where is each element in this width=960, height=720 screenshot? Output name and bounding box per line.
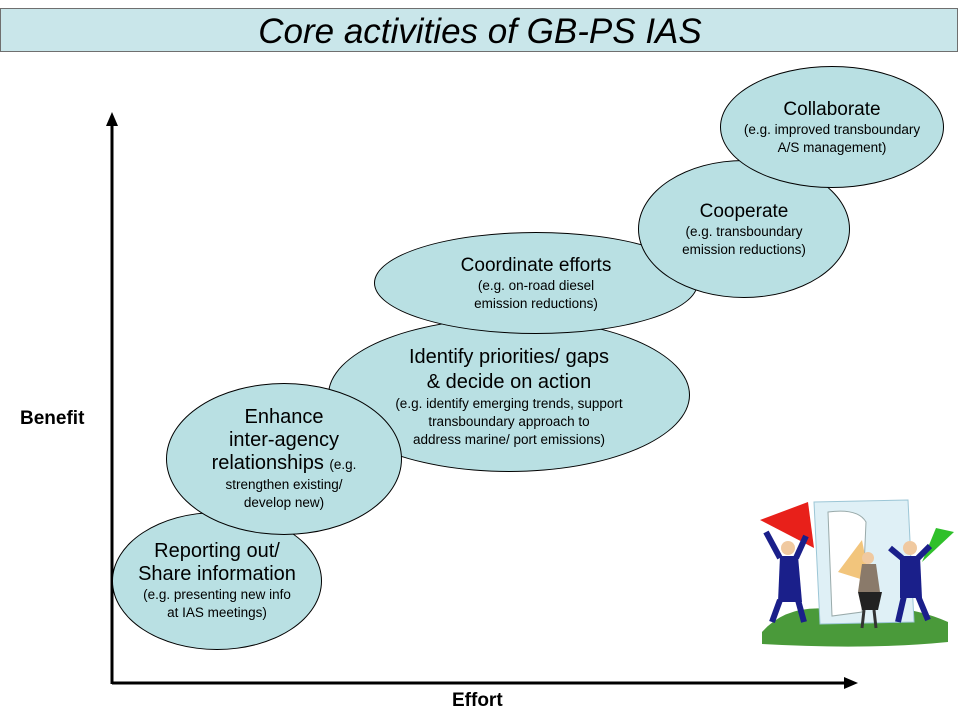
title-bar [0, 8, 958, 52]
x-axis-label: Effort [452, 690, 503, 711]
team-puzzle-clipart [760, 499, 954, 647]
collaborate-line-1: Collaborate [783, 98, 881, 120]
identify-line-1: Identify priorities/ gaps [408, 346, 610, 368]
enhance-line-1: Enhance [244, 406, 324, 428]
coordinate-detail-2: emission reductions) [474, 295, 598, 311]
reporting-line-1: Reporting out/ [154, 540, 280, 562]
clipart-person-middle [858, 552, 882, 629]
reporting-detail-2: at IAS meetings) [167, 605, 267, 620]
identify-line-2: & decide on action [426, 371, 592, 393]
enhance-line-3-suffix: (e.g. [329, 457, 357, 472]
collaborate-detail-2: A/S management) [777, 139, 887, 155]
x-axis-arrowhead [844, 677, 858, 689]
cooperate-detail-1: (e.g. transboundary [685, 223, 803, 239]
coordinate-detail-1: (e.g. on-road diesel [477, 277, 595, 293]
collaborate-detail-1: (e.g. improved transboundary [743, 121, 921, 137]
clipart-person-left [763, 530, 809, 624]
page-title: Core activities of GB-PS IAS [258, 12, 702, 51]
enhance-detail-2: develop new) [243, 495, 325, 510]
clipart-puzzle-red [760, 502, 814, 548]
enhance-detail-1: strengthen existing/ [225, 477, 343, 492]
ellipse-enhance-relationships: Enhance inter-agency relationships (e.g.… [166, 383, 402, 535]
reporting-detail-1: (e.g. presenting new info [143, 587, 291, 602]
identify-detail-1: (e.g. identify emerging trends, support [395, 396, 623, 411]
clipart-person-right [888, 541, 933, 623]
clipart-puzzle-green [922, 528, 954, 562]
cooperate-detail-2: emission reductions) [682, 241, 806, 257]
ellipse-collaborate: Collaborate (e.g. improved transboundary… [720, 66, 944, 188]
enhance-line-3: relationships (e.g. [212, 452, 357, 476]
enhance-line-2: inter-agency [228, 429, 340, 451]
ellipse-reporting-out: Reporting out/ Share information (e.g. p… [112, 512, 322, 650]
identify-detail-2: transboundary approach to [428, 414, 590, 429]
enhance-line-3-main: relationships [211, 452, 324, 474]
y-axis-label: Benefit [20, 408, 85, 429]
reporting-line-2: Share information [138, 563, 296, 585]
cooperate-line-1: Cooperate [699, 200, 789, 222]
coordinate-line-1: Coordinate efforts [460, 254, 612, 276]
identify-detail-3: address marine/ port emissions) [412, 432, 606, 447]
y-axis-arrowhead [106, 112, 118, 126]
